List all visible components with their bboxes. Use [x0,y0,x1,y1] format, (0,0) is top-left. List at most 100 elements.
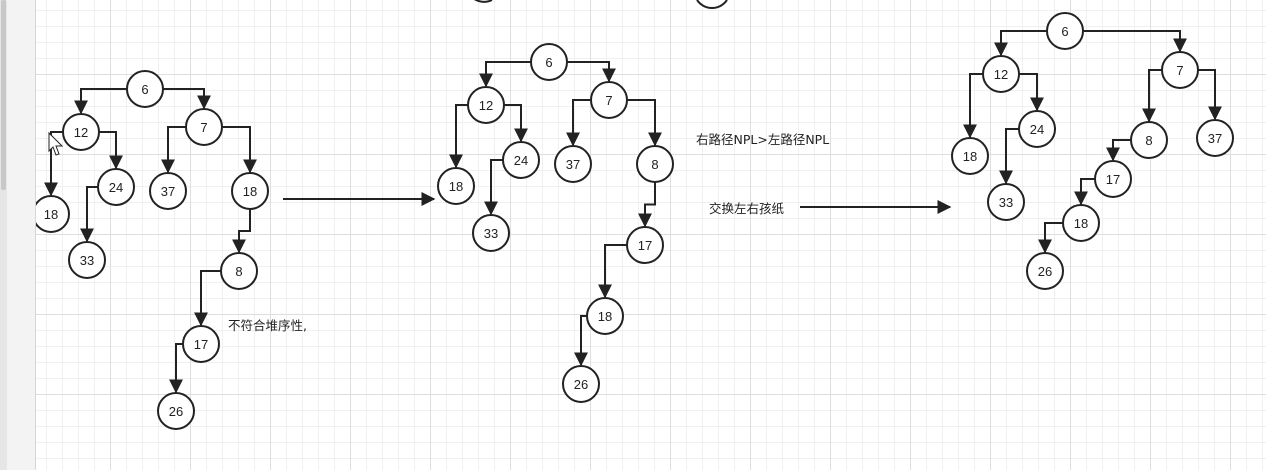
tree-edge [1106,139,1131,162]
node-value: 33 [484,226,498,241]
tree-edge [161,126,186,174]
tree-edge [222,126,257,174]
tree-node[interactable]: 12 [982,55,1020,93]
annotation-swap-children: 交换左右孩纸 [709,201,785,216]
tree-node[interactable]: 6 [1046,12,1084,50]
tree-node[interactable]: 26 [562,365,600,403]
scrollbar-thumb[interactable] [1,0,6,190]
node-value: 18 [963,149,977,164]
tree-node[interactable]: 37 [554,145,592,183]
node-value: 7 [605,93,612,108]
diagram-canvas[interactable]: 6 12 7 18 24 33 37 18 8 17 26 6 12 7 18 24 33 37 8 17 18 26 6 1… [36,0,1266,470]
tree-node[interactable]: 8 [636,145,674,183]
node-circle [554,145,592,183]
node-value: 12 [994,67,1008,82]
node-value: 37 [161,184,175,199]
tree-edge [638,182,656,228]
node-circle [590,81,628,119]
tree-edge [1198,69,1222,121]
node-circle [1196,119,1234,157]
node-circle [987,183,1025,221]
node-circle [982,55,1020,93]
node-value: 18 [449,179,463,194]
node-circle [437,167,475,205]
tree-edge [627,99,662,147]
tree-edge [994,30,1047,57]
tree-node[interactable]: 7 [185,108,223,146]
tree-edge [74,88,127,115]
tree-node[interactable]: 18 [1062,204,1100,242]
cropped-node-arc [474,0,493,3]
tree-node[interactable]: 6 [530,43,568,81]
tree-edge [479,61,531,88]
node-value: 12 [479,98,493,113]
tree-node[interactable]: 8 [1130,121,1168,159]
node-value: 26 [574,377,588,392]
node-value: 7 [200,120,207,135]
tree-node[interactable]: 17 [1094,160,1132,198]
tree-node[interactable]: 33 [472,214,510,252]
node-value: 26 [169,404,183,419]
node-value: 6 [545,55,552,70]
node-value: 8 [651,157,658,172]
node-circle [220,252,258,290]
tree-edge [1074,178,1095,206]
tree-node[interactable]: 6 [126,70,164,108]
node-circle [62,113,100,151]
tree-node[interactable]: 18 [231,172,269,210]
tree-node[interactable]: 12 [62,113,100,151]
node-value: 33 [999,195,1013,210]
tree-node[interactable]: 33 [987,183,1025,221]
tree-node[interactable]: 18 [951,137,989,175]
node-circle [68,241,106,279]
tree-node[interactable]: 7 [1161,51,1199,89]
tree-edge [1019,73,1044,112]
tree-node[interactable]: 12 [467,86,505,124]
node-value: 17 [638,238,652,253]
tree-node[interactable]: 7 [590,81,628,119]
tree-node[interactable]: 37 [149,172,187,210]
node-circle [502,141,540,179]
tree-edge [566,99,591,147]
node-value: 8 [235,264,242,279]
tree-edge [449,104,468,169]
node-circle [1046,12,1084,50]
tree-node[interactable]: 24 [502,141,540,179]
tree-node[interactable]: 33 [68,241,106,279]
tree-node[interactable]: 26 [1026,252,1064,290]
node-circle [586,297,624,335]
node-value: 24 [1030,122,1044,137]
tree-node[interactable]: 17 [182,325,220,363]
node-circle [1026,252,1064,290]
vertical-scrollbar[interactable] [0,0,7,470]
node-value: 8 [1145,133,1152,148]
tree-node[interactable]: 8 [220,252,258,290]
tree-node[interactable]: 37 [1196,119,1234,157]
node-value: 26 [1038,264,1052,279]
node-value: 17 [1106,172,1120,187]
node-circle [562,365,600,403]
node-circle [636,145,674,183]
node-circle [530,43,568,81]
node-value: 12 [74,125,88,140]
left-panel [0,0,36,470]
tree-node[interactable]: 18 [36,195,70,233]
tree-edge [80,186,98,243]
tree-node[interactable]: 18 [437,167,475,205]
node-circle [231,172,269,210]
tree-node[interactable]: 18 [586,297,624,335]
tree-edge [504,104,528,143]
node-value: 6 [141,82,148,97]
tree-edge [963,73,983,139]
tree-node[interactable]: 26 [157,392,195,430]
tree-edge [567,61,616,83]
tree-node[interactable]: 24 [1018,110,1056,148]
node-circle [626,226,664,264]
annotation-npl-compare: 右路径NPL>左路径NPL [696,132,829,147]
node-circle [472,214,510,252]
tree-node[interactable]: 17 [626,226,664,264]
node-value: 37 [1208,131,1222,146]
node-value: 7 [1176,63,1183,78]
tree-edge [1083,30,1187,53]
tree-node[interactable]: 24 [97,168,135,206]
